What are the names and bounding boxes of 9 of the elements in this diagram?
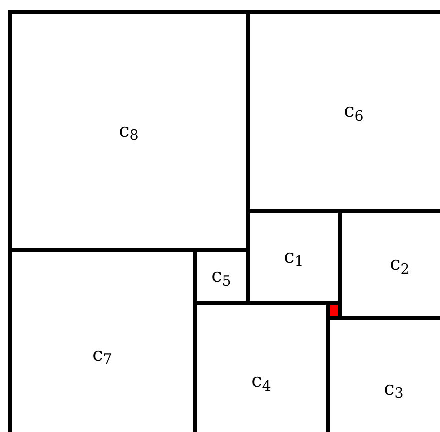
region-label: c$_{3}$ xyxy=(384,380,404,398)
region-label: c$_{1}$ xyxy=(284,248,304,266)
region-label: c$_{5}$ xyxy=(212,267,232,286)
region-label: c$_{2}$ xyxy=(390,255,410,274)
region-label: c$_{7}$ xyxy=(92,346,112,364)
region-label: c$_{8}$ xyxy=(119,122,139,140)
region-label: c$_{4}$ xyxy=(252,372,272,391)
marker-square xyxy=(330,305,338,316)
region-label: c$_{6}$ xyxy=(344,102,364,121)
